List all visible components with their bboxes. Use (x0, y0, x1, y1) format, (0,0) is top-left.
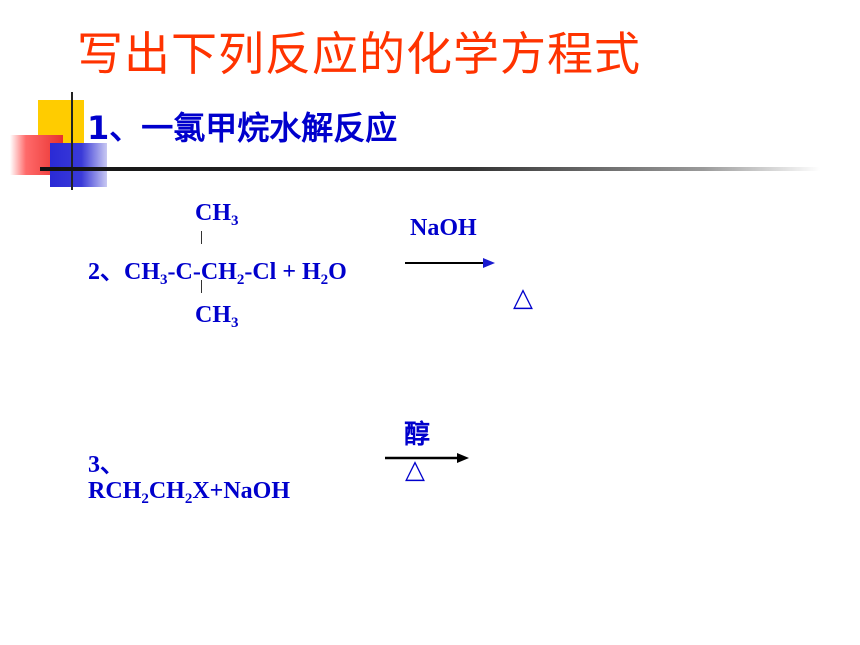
item3-equation: RCH2CH2X+NaOH (88, 478, 291, 507)
item2-heat-symbol: △ (513, 283, 533, 313)
item2-bond-top (201, 231, 202, 244)
item2-bond-bottom (201, 280, 202, 293)
item3-number: 3、 (88, 452, 124, 478)
item1-text: 1、一氯甲烷水解反应 (87, 109, 398, 147)
item2-ch3-bottom: CH3 (195, 302, 239, 331)
page-title: 写出下列反应的化学方程式 (77, 27, 641, 81)
item2-condition-naoh: NaOH (410, 215, 477, 241)
item3-heat-symbol: △ (405, 455, 425, 485)
deco-vertical-line (71, 92, 73, 190)
deco-blue-square (50, 143, 107, 187)
item2-equation: 2、CH3-C-CH2-Cl + H2O (88, 259, 347, 288)
item2-ch3-top: CH3 (195, 200, 239, 229)
item3-condition-alcohol: 醇 (404, 420, 431, 450)
item2-reaction-arrow-icon (405, 258, 495, 268)
item3-reaction-arrow-icon (385, 453, 469, 463)
title-divider-line (40, 167, 820, 171)
